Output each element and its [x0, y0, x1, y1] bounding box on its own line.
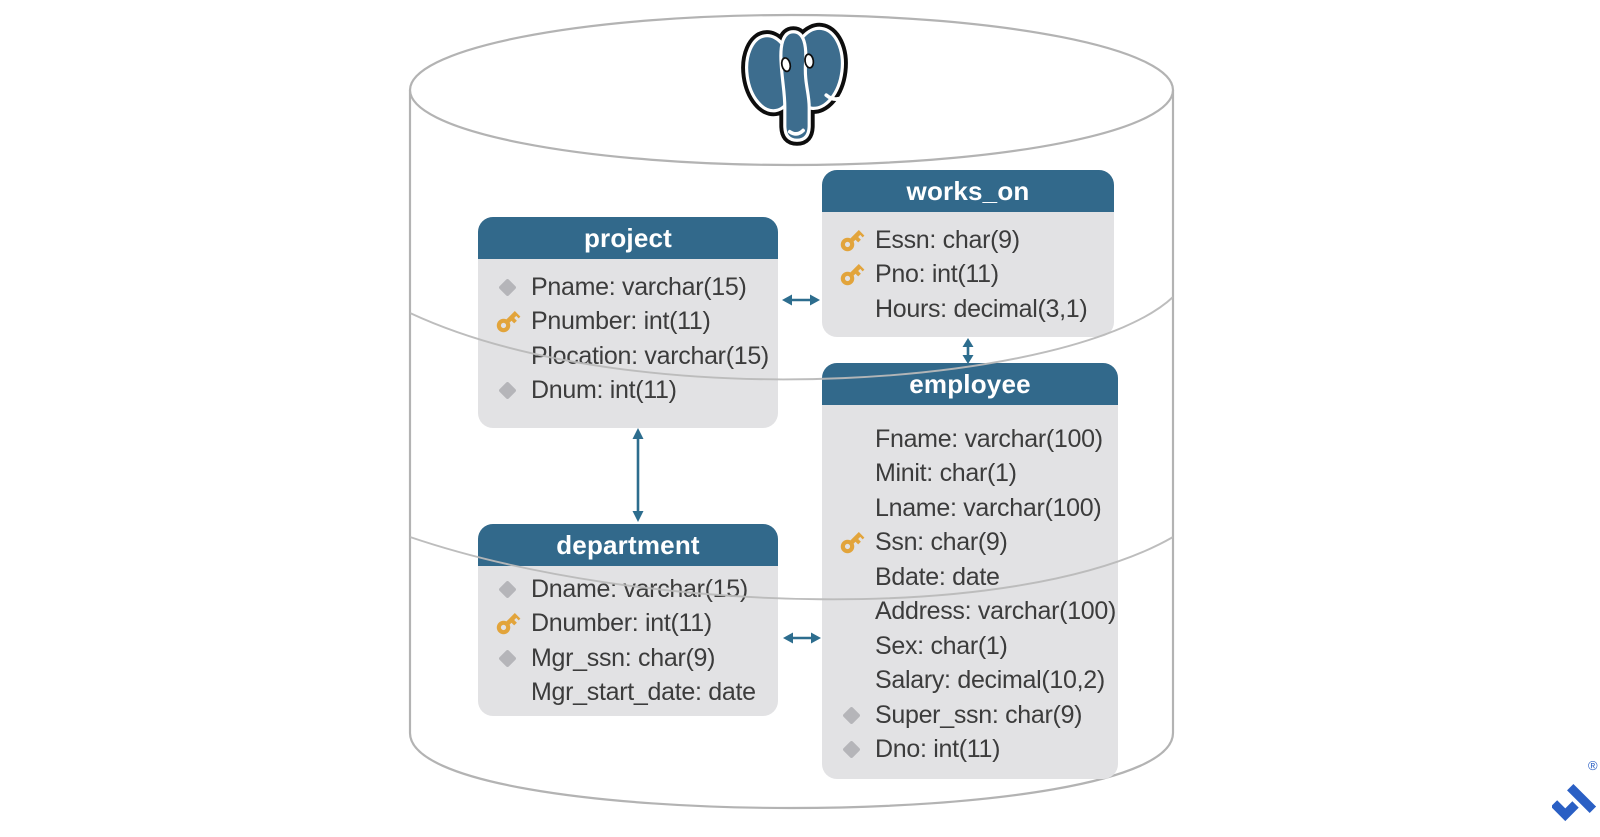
field-text: Minit: char(1): [875, 459, 1017, 488]
field-text: Dname: varchar(15): [531, 574, 748, 603]
foreign-key-icon: [496, 578, 519, 601]
field-row: Address: varchar(100): [822, 595, 1118, 630]
table-header-department: department: [478, 524, 778, 566]
table-project: project Pname: varchar(15) Pnumber: int(…: [478, 217, 778, 428]
field-row: Dnum: int(11): [478, 374, 778, 409]
field-row: Super_ssn: char(9): [822, 698, 1118, 733]
field-text: Pnumber: int(11): [531, 307, 711, 336]
primary-key-icon: [838, 227, 865, 254]
field-row: Pname: varchar(15): [478, 270, 778, 305]
field-text: Ssn: char(9): [875, 528, 1008, 557]
field-row: Pnumber: int(11): [478, 305, 778, 340]
foreign-key-icon: [496, 276, 519, 299]
postgresql-logo: [741, 22, 848, 146]
field-text: Hours: decimal(3,1): [875, 294, 1088, 323]
field-text: Mgr_ssn: char(9): [531, 643, 716, 672]
field-text: Bdate: date: [875, 562, 1000, 591]
table-header-works_on: works_on: [822, 170, 1114, 212]
field-row: Pno: int(11): [822, 258, 1114, 293]
relationship-arrow-project-works_on: [782, 294, 820, 306]
field-row: Bdate: date: [822, 560, 1118, 595]
field-row: Ssn: char(9): [822, 526, 1118, 561]
table-employee: employee Fname: varchar(100) Minit: char…: [822, 363, 1118, 779]
primary-key-icon: [494, 610, 521, 637]
registered-trademark: ®: [1588, 758, 1598, 773]
field-row: Dno: int(11): [822, 733, 1118, 768]
primary-key-icon: [838, 529, 865, 556]
field-text: Essn: char(9): [875, 225, 1020, 254]
field-text: Plocation: varchar(15): [531, 341, 769, 370]
field-text: Salary: decimal(10,2): [875, 666, 1105, 695]
field-text: Super_ssn: char(9): [875, 700, 1083, 729]
field-text: Mgr_start_date: date: [531, 678, 756, 707]
foreign-key-icon: [840, 738, 863, 761]
foreign-key-icon: [496, 379, 519, 402]
field-text: Fname: varchar(100): [875, 424, 1103, 453]
field-text: Address: varchar(100): [875, 597, 1117, 626]
table-header-project: project: [478, 217, 778, 259]
field-row: Mgr_start_date: date: [478, 676, 778, 711]
field-row: Dnumber: int(11): [478, 607, 778, 642]
primary-key-icon: [494, 308, 521, 335]
table-header-employee: employee: [822, 363, 1118, 405]
table-works_on: works_on Essn: char(9) Pno: int(11) Hour…: [822, 170, 1114, 337]
foreign-key-icon: [496, 647, 519, 670]
field-text: Pno: int(11): [875, 260, 999, 289]
field-text: Pname: varchar(15): [531, 272, 747, 301]
field-text: Dnum: int(11): [531, 376, 677, 405]
field-text: Dnumber: int(11): [531, 609, 712, 638]
field-row: Hours: decimal(3,1): [822, 292, 1114, 327]
field-row: Mgr_ssn: char(9): [478, 641, 778, 676]
relationship-arrow-department-employee: [783, 632, 821, 644]
primary-key-icon: [838, 261, 865, 288]
field-row: Salary: decimal(10,2): [822, 664, 1118, 699]
toptal-logo: ®: [1552, 758, 1598, 830]
field-row: Dname: varchar(15): [478, 572, 778, 607]
field-row: Plocation: varchar(15): [478, 339, 778, 374]
relationship-arrow-project-department: [632, 428, 644, 522]
field-row: Fname: varchar(100): [822, 422, 1118, 457]
field-row: Sex: char(1): [822, 629, 1118, 664]
field-text: Lname: varchar(100): [875, 493, 1102, 522]
field-text: Sex: char(1): [875, 631, 1008, 660]
table-department: department Dname: varchar(15) Dnumber: i…: [478, 524, 778, 716]
field-text: Dno: int(11): [875, 735, 1001, 764]
field-row: Lname: varchar(100): [822, 491, 1118, 526]
relationship-arrow-works_on-employee: [962, 338, 974, 364]
field-row: Essn: char(9): [822, 223, 1114, 258]
field-row: Minit: char(1): [822, 457, 1118, 492]
foreign-key-icon: [840, 704, 863, 727]
